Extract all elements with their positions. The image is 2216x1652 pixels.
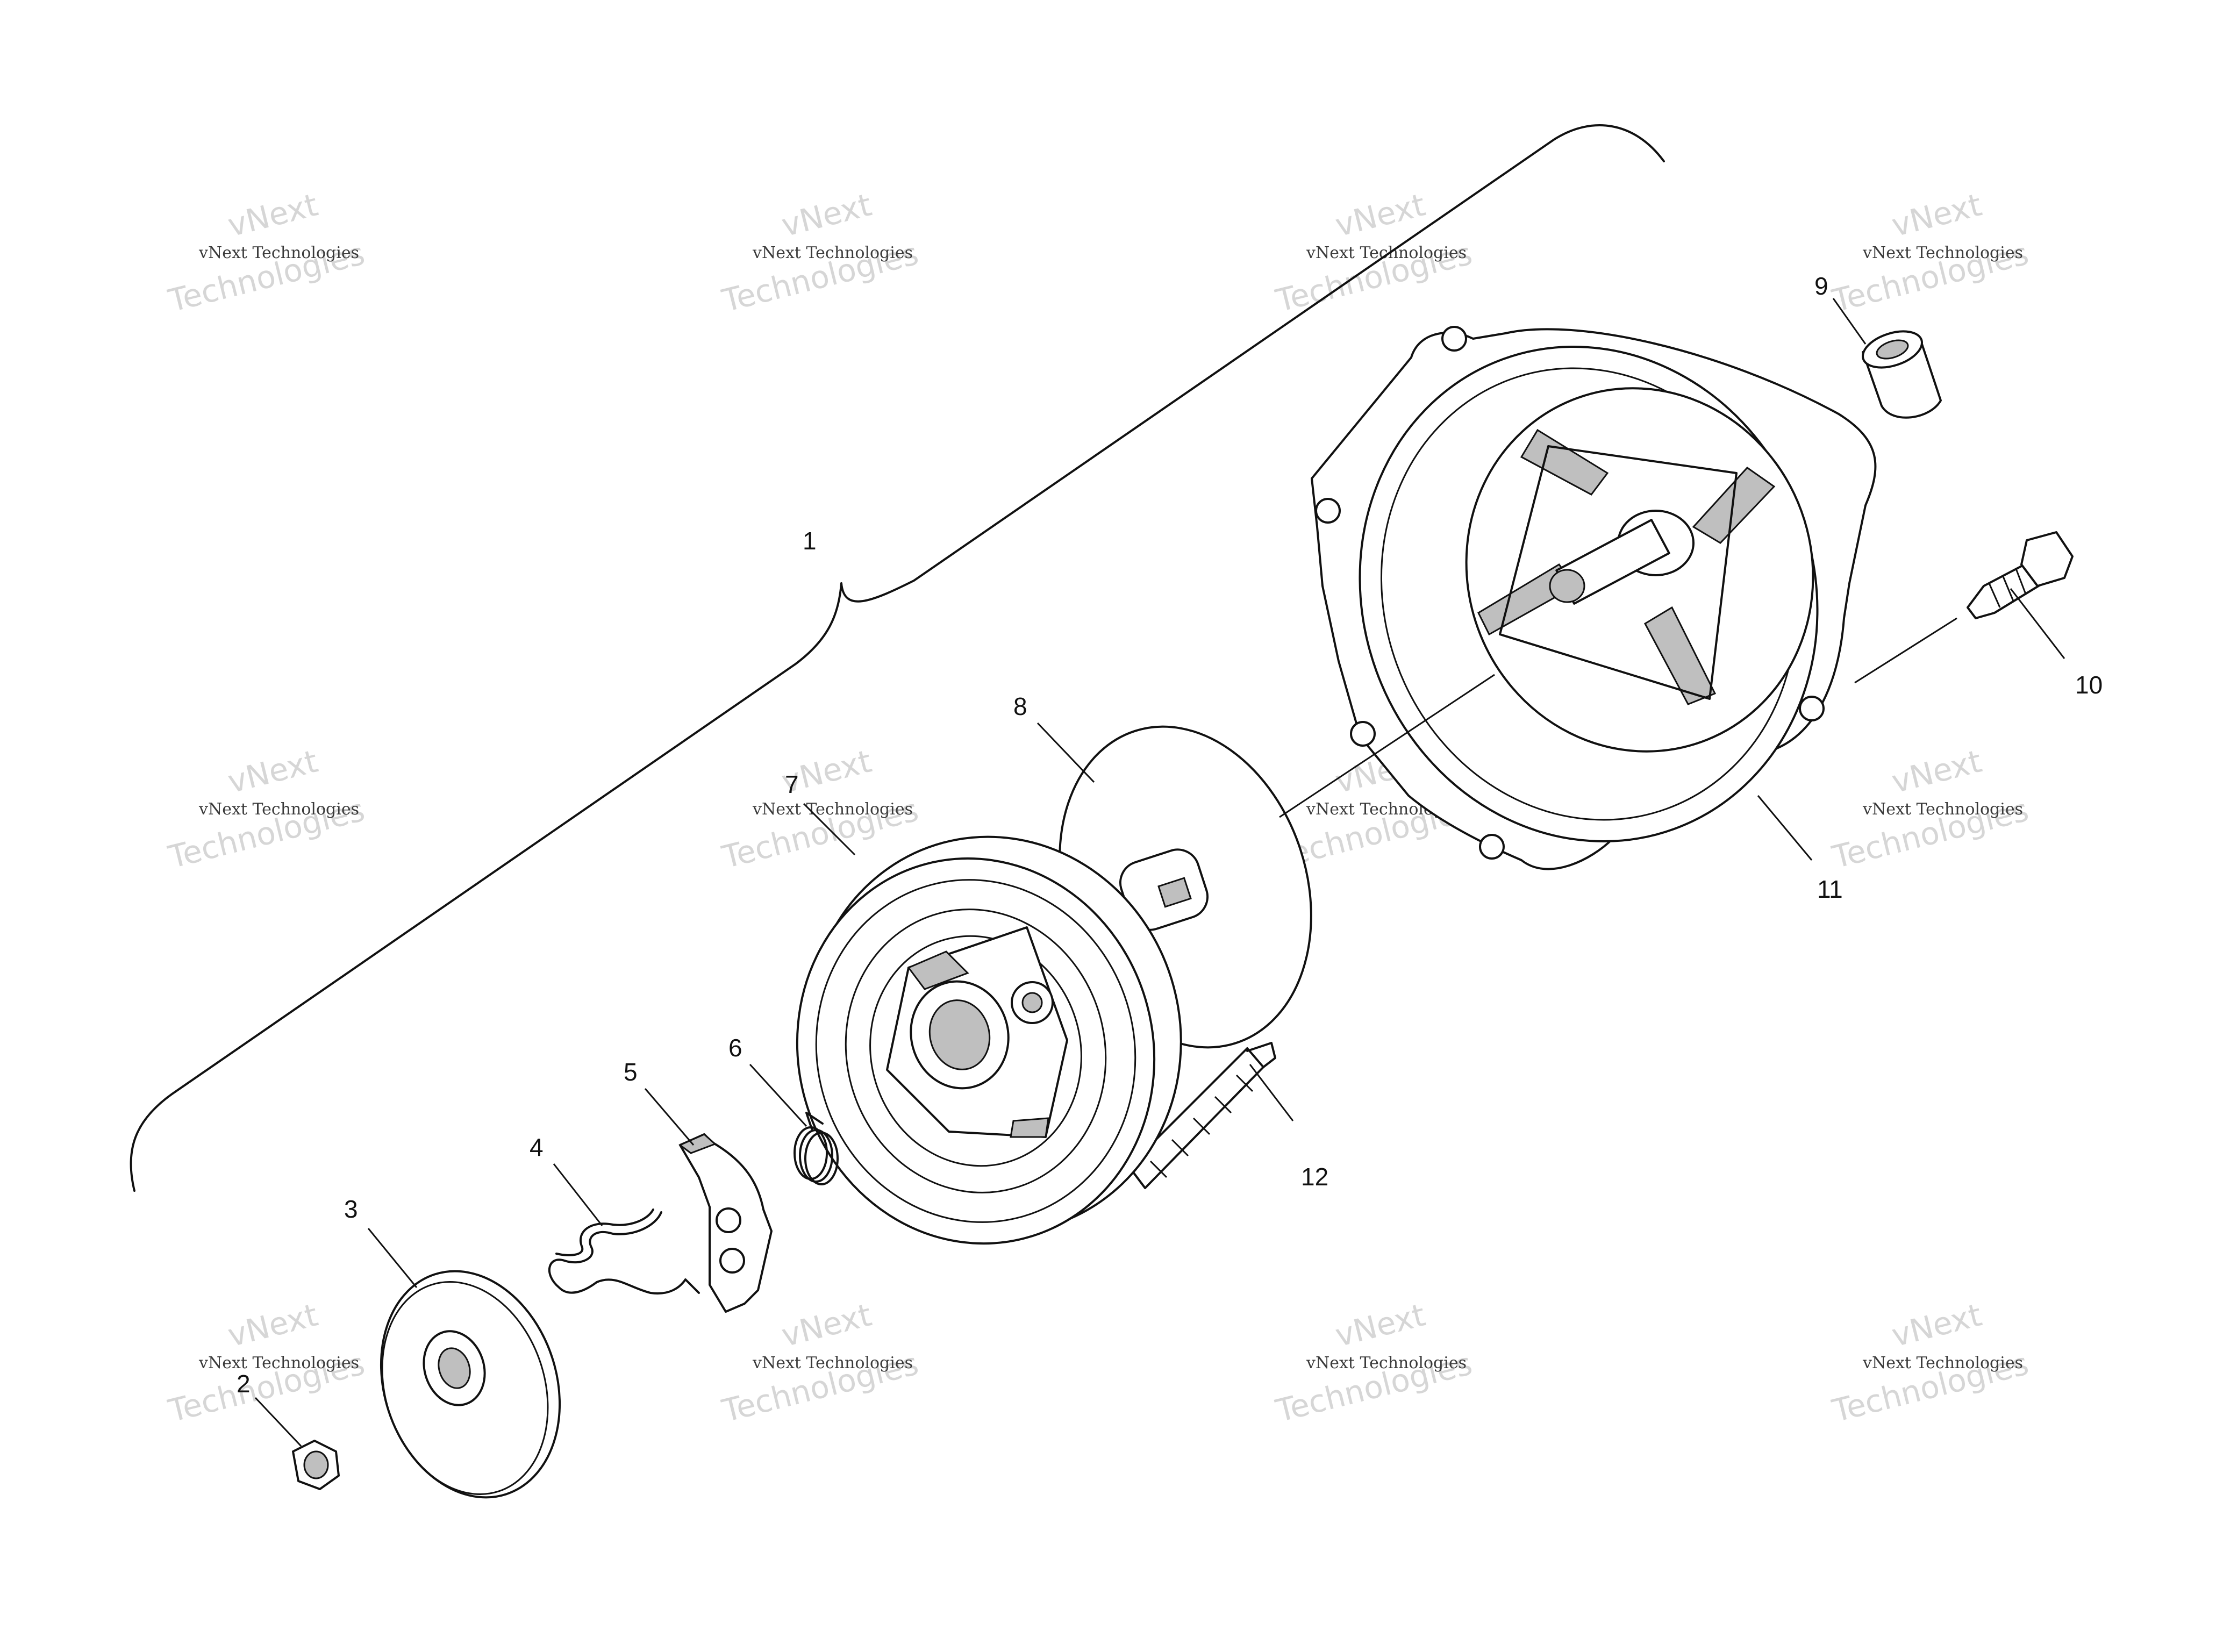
bolt-hole [1315, 498, 1341, 524]
bolt-hole [1441, 326, 1467, 352]
watermark-text: vNext Technologies [752, 1354, 913, 1372]
wire-clip [548, 1208, 700, 1295]
watermark: vNext Technologies vNext Technologies [718, 1297, 922, 1429]
callout-4: 4 [530, 1133, 544, 1161]
watermark-text: vNext Technologies [752, 244, 913, 262]
ratchet-pawl [678, 1133, 773, 1313]
callout-9: 9 [1814, 272, 1828, 300]
watermark: vNext Technologies vNext Technologies [718, 743, 922, 876]
leader-2 [254, 1397, 302, 1447]
watermark: vNext Technologies vNext Technologies [718, 187, 922, 319]
watermark-vnext: vNext [224, 187, 321, 244]
reel-pulley [796, 835, 1182, 1245]
watermark: vNext Technologies vNext Technologies [165, 187, 368, 319]
leader-6 [749, 1063, 807, 1127]
bolt-hole [1350, 721, 1376, 747]
watermark: vNext Technologies vNext Technologies [1272, 1297, 1476, 1429]
bolt [1967, 531, 2074, 619]
watermark-text: vNext Technologies [1306, 1354, 1467, 1372]
callout-3: 3 [344, 1195, 358, 1223]
bushing [1862, 330, 1942, 419]
callout-12: 12 [1301, 1163, 1328, 1191]
watermark-text: vNext Technologies [198, 800, 359, 819]
callout-8: 8 [1013, 692, 1027, 720]
leader-4 [553, 1163, 603, 1226]
coil-spring [794, 1112, 839, 1185]
callout-5: 5 [624, 1058, 638, 1086]
watermark-vnext: vNext [1888, 1297, 1985, 1354]
starter-rope [1128, 1042, 1276, 1189]
callout-6: 6 [728, 1034, 742, 1062]
callout-7: 7 [785, 770, 799, 798]
watermark-text: vNext Technologies [1862, 800, 2023, 819]
leader-10 [2010, 588, 2065, 659]
watermark: vNext Technologies vNext Technologies [1272, 187, 1476, 319]
leader-12 [1249, 1064, 1294, 1121]
leader-3 [367, 1228, 418, 1288]
watermark-text: vNext Technologies [1862, 244, 2023, 262]
watermark-vnext: vNext [778, 1297, 875, 1354]
callout-1: 1 [803, 527, 817, 555]
leader-11 [1757, 795, 1813, 861]
bolt-hole [1479, 834, 1505, 860]
watermark-vnext: vNext [1888, 743, 1985, 800]
leader-7 [803, 803, 856, 856]
watermark-vnext: vNext [778, 187, 875, 244]
watermark-text: vNext Technologies [198, 244, 359, 262]
leader-lines [254, 298, 2065, 1447]
watermark-vnext: vNext [1332, 1297, 1429, 1354]
assembly-axis-line [1279, 674, 1495, 818]
watermark: vNext Technologies vNext Technologies [165, 743, 368, 876]
watermark: vNext Technologies vNext Technologies [1828, 1297, 2032, 1429]
leader-5 [644, 1088, 695, 1146]
bolt-hole [1799, 696, 1825, 721]
watermark-vnext: vNext [1888, 187, 1985, 244]
assembly-brace [130, 124, 1665, 1192]
callout-2: 2 [237, 1370, 251, 1398]
leader-9 [1832, 298, 1867, 345]
assembly-axis-line [1854, 617, 1957, 684]
callout-10: 10 [2075, 671, 2103, 699]
watermark-text: vNext Technologies [752, 800, 913, 819]
watermark: vNext Technologies vNext Technologies [1828, 743, 2032, 876]
watermark-text: vNext Technologies [1862, 1354, 2023, 1372]
hex-nut [292, 1440, 340, 1490]
callout-11: 11 [1817, 875, 1843, 903]
friction-plate [380, 1270, 561, 1499]
leader-8 [1036, 722, 1095, 783]
watermark-vnext: vNext [224, 1297, 321, 1354]
watermark: vNext Technologies vNext Technologies [1828, 187, 2032, 319]
recoil-housing [1311, 326, 1877, 870]
watermark-text: vNext Technologies [1306, 244, 1467, 262]
watermark-text: vNext Technologies [198, 1354, 359, 1372]
callout-labels: 1 2 3 4 5 6 7 8 9 10 11 12 [237, 272, 2103, 1398]
watermark-vnext: vNext [224, 743, 321, 800]
